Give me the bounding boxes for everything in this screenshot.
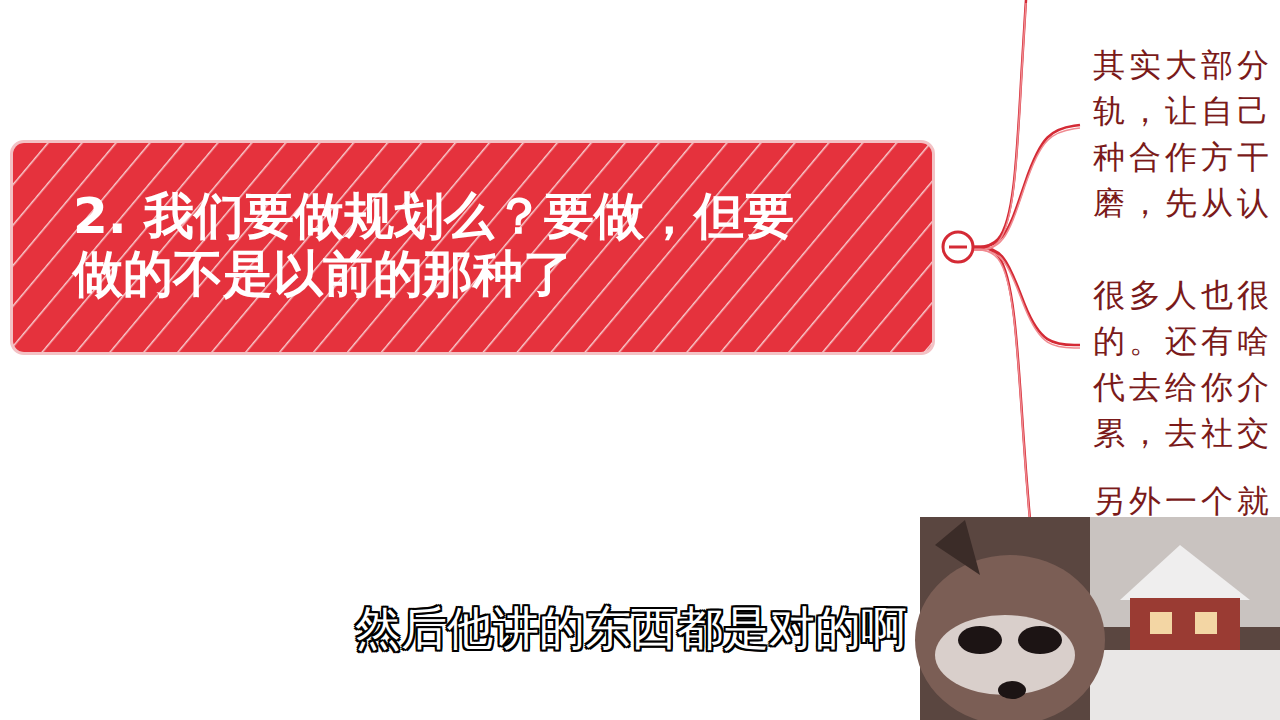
branch-line bbox=[973, 125, 1080, 247]
subtitle: 然后他讲的东西都是对的啊 bbox=[355, 600, 907, 656]
video-overlay-image bbox=[915, 517, 1280, 720]
branch-line bbox=[973, 247, 1030, 520]
topic-box: 2. 我们要做规划么？要做，但要做的不是以前的那种了 bbox=[10, 140, 935, 355]
branch-line bbox=[973, 250, 1080, 348]
branch-line bbox=[973, 250, 1030, 523]
topic-text: 2. 我们要做规划么？要做，但要做的不是以前的那种了 bbox=[73, 187, 813, 303]
collapse-button bbox=[943, 232, 973, 262]
branch-line bbox=[973, 3, 1026, 250]
branch-text: 其实大部分 轨，让自己 种合作方干 磨，先从认 bbox=[1093, 42, 1280, 226]
branch-lines bbox=[973, 0, 1080, 523]
branch-line bbox=[973, 247, 1080, 345]
branch-text: 很多人也很 的。还有啥 代去给你介 累，去社交 bbox=[1093, 272, 1280, 456]
branch-line bbox=[973, 128, 1080, 250]
branch-text: 另外一个就 bbox=[1093, 478, 1280, 524]
